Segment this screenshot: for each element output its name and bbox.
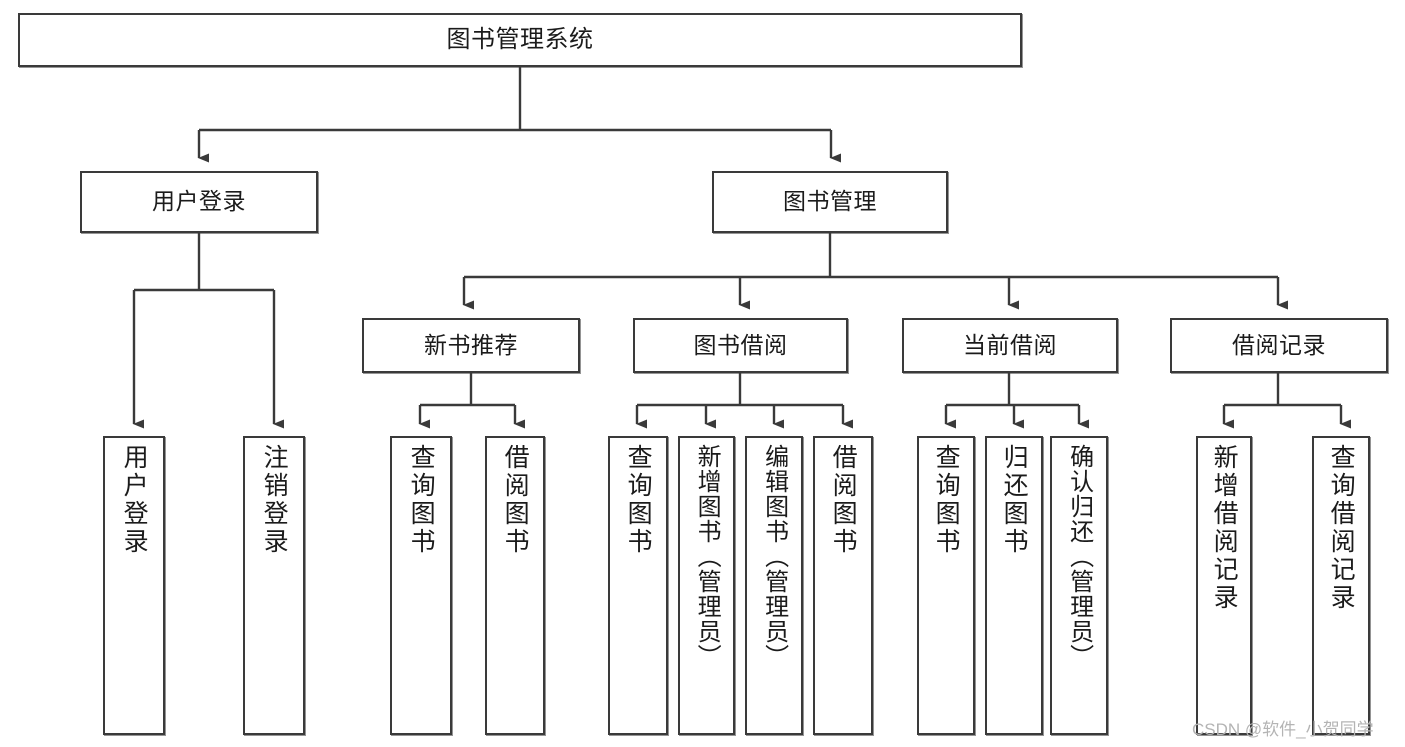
node-root[interactable]: 图书管理系统 bbox=[18, 13, 1022, 67]
node-leaf-query-book-3[interactable]: 查询图书 bbox=[917, 436, 975, 735]
node-leaf-borrow-book-1[interactable]: 借阅图书 bbox=[485, 436, 545, 735]
node-borrow-record[interactable]: 借阅记录 bbox=[1170, 318, 1388, 373]
node-leaf-borrow-book-2-label: 借阅图书 bbox=[829, 444, 858, 556]
node-leaf-query-book-3-label: 查询图书 bbox=[932, 444, 961, 556]
node-user-login[interactable]: 用户登录 bbox=[80, 171, 318, 233]
node-new-book-recommend-label: 新书推荐 bbox=[424, 331, 518, 358]
node-leaf-add-book[interactable]: 新增图书（管理员） bbox=[678, 436, 735, 735]
node-leaf-query-record[interactable]: 查询借阅记录 bbox=[1312, 436, 1370, 735]
node-leaf-confirm-return-label: 确认归还（管理员） bbox=[1065, 444, 1093, 669]
node-leaf-add-book-label: 新增图书（管理员） bbox=[693, 444, 721, 669]
node-leaf-borrow-book-2[interactable]: 借阅图书 bbox=[813, 436, 873, 735]
node-leaf-edit-book[interactable]: 编辑图书（管理员） bbox=[745, 436, 803, 735]
node-new-book-recommend[interactable]: 新书推荐 bbox=[362, 318, 580, 373]
node-leaf-query-book-1-label: 查询图书 bbox=[407, 444, 436, 556]
node-book-manage[interactable]: 图书管理 bbox=[712, 171, 948, 233]
node-leaf-borrow-book-1-label: 借阅图书 bbox=[501, 444, 530, 556]
node-leaf-confirm-return[interactable]: 确认归还（管理员） bbox=[1050, 436, 1108, 735]
node-leaf-query-book-2-label: 查询图书 bbox=[624, 444, 653, 556]
node-book-manage-label: 图书管理 bbox=[783, 188, 877, 215]
node-current-borrow[interactable]: 当前借阅 bbox=[902, 318, 1118, 373]
node-leaf-logout[interactable]: 注销登录 bbox=[243, 436, 305, 735]
node-leaf-return-book[interactable]: 归还图书 bbox=[985, 436, 1043, 735]
node-leaf-user-login-label: 用户登录 bbox=[120, 444, 149, 556]
csdn-watermark: CSDN @软件_小贺同学 bbox=[1192, 720, 1374, 739]
node-leaf-add-record[interactable]: 新增借阅记录 bbox=[1196, 436, 1252, 735]
node-book-borrow[interactable]: 图书借阅 bbox=[633, 318, 848, 373]
node-leaf-edit-book-label: 编辑图书（管理员） bbox=[760, 444, 788, 669]
node-borrow-record-label: 借阅记录 bbox=[1232, 331, 1326, 358]
node-root-label: 图书管理系统 bbox=[446, 25, 594, 53]
node-leaf-query-book-1[interactable]: 查询图书 bbox=[390, 436, 452, 735]
node-leaf-add-record-label: 新增借阅记录 bbox=[1210, 444, 1239, 612]
node-leaf-logout-label: 注销登录 bbox=[260, 444, 289, 556]
node-current-borrow-label: 当前借阅 bbox=[963, 331, 1057, 358]
node-leaf-return-book-label: 归还图书 bbox=[1000, 444, 1029, 556]
node-leaf-user-login[interactable]: 用户登录 bbox=[103, 436, 165, 735]
node-user-login-label: 用户登录 bbox=[152, 188, 246, 215]
node-leaf-query-record-label: 查询借阅记录 bbox=[1327, 444, 1356, 612]
node-book-borrow-label: 图书借阅 bbox=[693, 331, 788, 358]
node-leaf-query-book-2[interactable]: 查询图书 bbox=[608, 436, 668, 735]
